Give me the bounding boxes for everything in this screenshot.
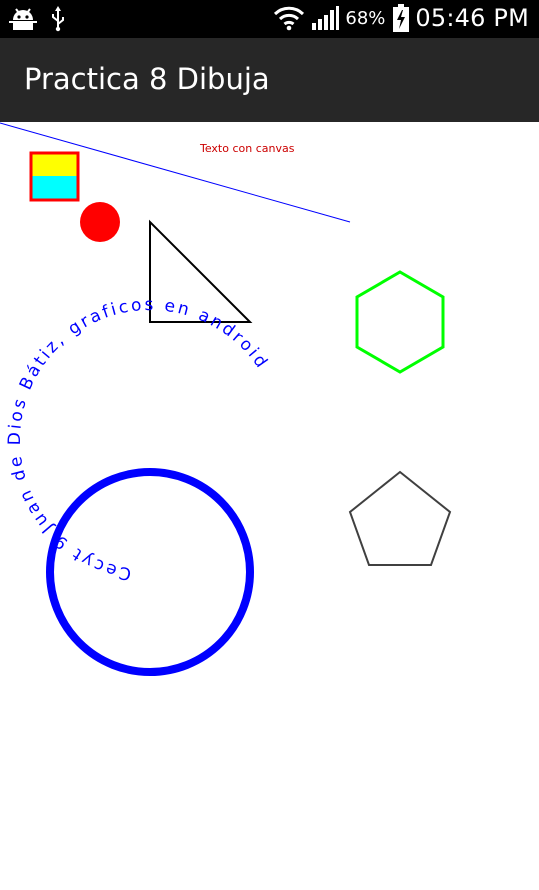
signal-icon [311, 5, 340, 31]
red-dot [80, 202, 120, 242]
big-blue-circle [46, 468, 254, 676]
battery-percent: 68% [345, 7, 386, 29]
battery-charging-icon [393, 4, 410, 32]
canvas-text: Texto con canvas [199, 142, 295, 155]
drawing-canvas: Texto con canvas Cecyt 9 Juan de Dios Bá… [0, 122, 539, 885]
triangle-shape [149, 219, 253, 323]
android-debug-icon [8, 6, 38, 32]
status-left-icons [8, 6, 66, 32]
canvas-drawing: Texto con canvas Cecyt 9 Juan de Dios Bá… [0, 122, 452, 676]
pentagon-shape [348, 470, 452, 566]
app-title: Practica 8 Dibuja [24, 62, 270, 96]
action-bar: Practica 8 Dibuja [0, 38, 539, 122]
usb-icon [50, 6, 66, 32]
square-shape [29, 151, 80, 202]
status-clock: 05:46 PM [415, 4, 529, 32]
diagonal-line [0, 122, 351, 223]
status-right-icons: 68% 05:46 PM [273, 4, 529, 32]
hexagon-shape [355, 270, 445, 374]
circle-text: Cecyt 9 Juan de Dios Bátiz, graficos en … [5, 295, 273, 584]
status-bar: 68% 05:46 PM [0, 0, 539, 38]
wifi-icon [273, 5, 305, 31]
